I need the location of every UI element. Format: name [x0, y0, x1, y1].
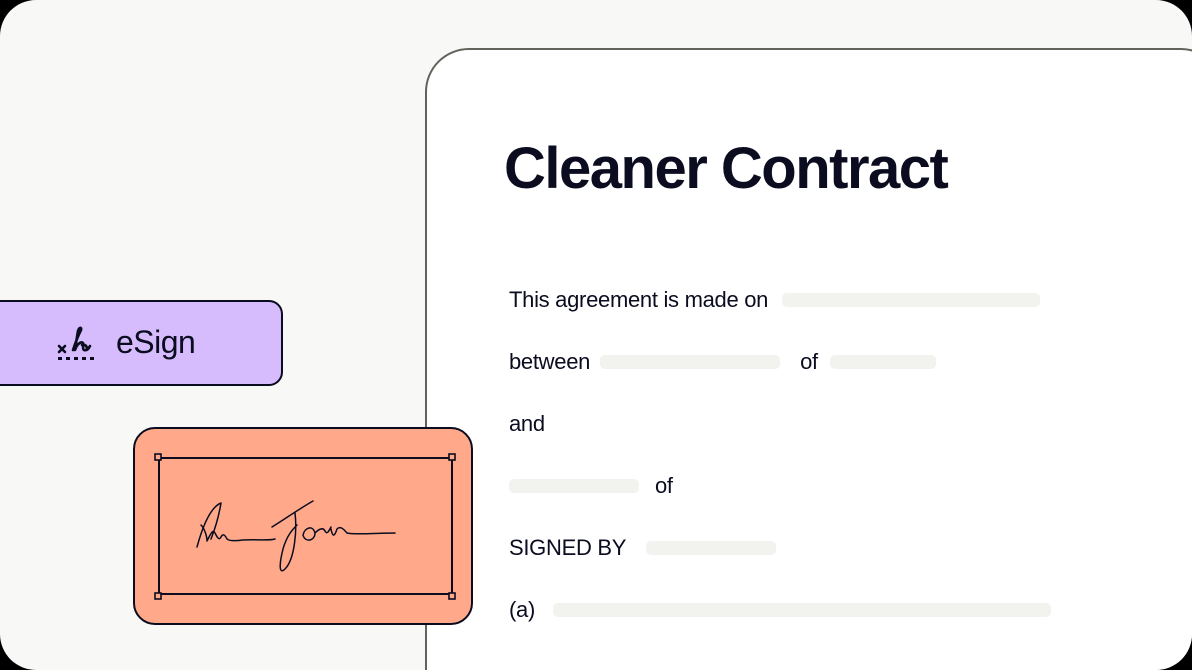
contract-document: Cleaner Contract This agreement is made …: [425, 48, 1192, 670]
signature-card[interactable]: [133, 427, 473, 625]
signed-by-line: SIGNED BY: [509, 533, 777, 563]
between-line: between of: [509, 347, 936, 377]
date-field[interactable]: [782, 293, 1041, 307]
party1-name-field[interactable]: [600, 355, 781, 369]
line-label: (a): [509, 597, 535, 622]
document-title: Cleaner Contract: [504, 136, 949, 201]
handwritten-signature-icon: [196, 500, 396, 572]
and-line: and: [509, 409, 545, 439]
of-label: of: [800, 349, 818, 374]
signer-field[interactable]: [646, 541, 777, 555]
clause-a-field[interactable]: [553, 603, 1051, 617]
line-label: between: [509, 349, 591, 374]
party1-address-field[interactable]: [829, 355, 936, 369]
clause-a-line: (a): [509, 595, 1051, 625]
line-label: SIGNED BY: [509, 535, 627, 560]
esign-button[interactable]: eSign: [0, 300, 283, 386]
signature-selection-frame: [154, 453, 456, 600]
party2-line: of: [509, 471, 673, 501]
agreement-line: This agreement is made on: [509, 285, 1041, 315]
line-label: This agreement is made on: [509, 287, 769, 312]
of-label: of: [655, 473, 673, 498]
signature-icon: [57, 326, 94, 360]
line-label: and: [509, 411, 545, 436]
esign-label: eSign: [116, 324, 196, 360]
party2-name-field[interactable]: [509, 479, 639, 493]
